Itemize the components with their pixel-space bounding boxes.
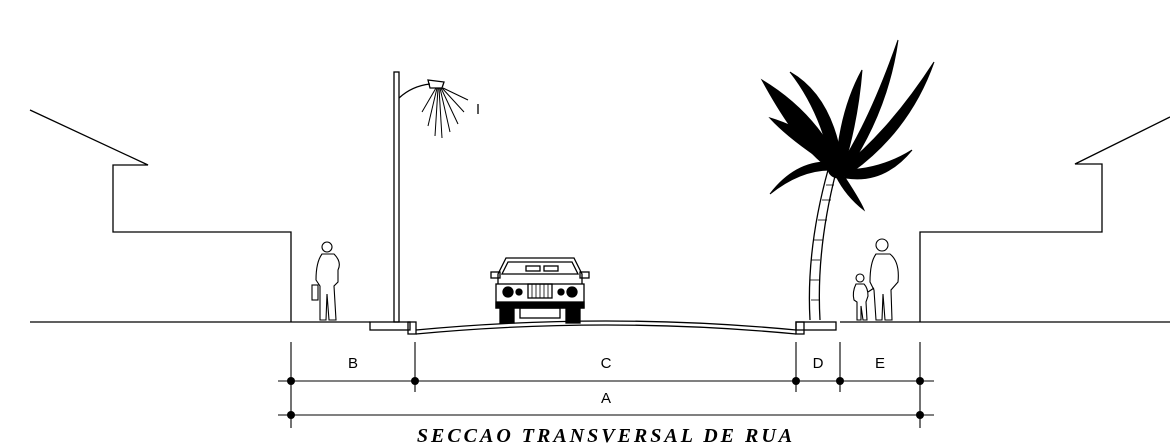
- dimension-lines: [278, 342, 934, 428]
- street-lamp: [393, 71, 479, 323]
- adult-with-child: [852, 238, 899, 321]
- car: [490, 257, 590, 324]
- palm-tree: [760, 39, 935, 321]
- dimension-label-d: D: [813, 355, 824, 372]
- house-right: [919, 116, 1170, 322]
- house-left: [29, 109, 292, 322]
- dimension-label-c: C: [601, 355, 612, 372]
- dimension-label-b: B: [348, 355, 358, 372]
- drawing-title: SECCAO TRANSVERSAL DE RUA: [417, 425, 795, 446]
- dimension-label-a: A: [601, 390, 611, 407]
- dimension-label-e: E: [875, 355, 885, 372]
- road-surface: [369, 320, 837, 335]
- pedestrian-left: [311, 241, 340, 321]
- dimension-markers: [287, 377, 924, 419]
